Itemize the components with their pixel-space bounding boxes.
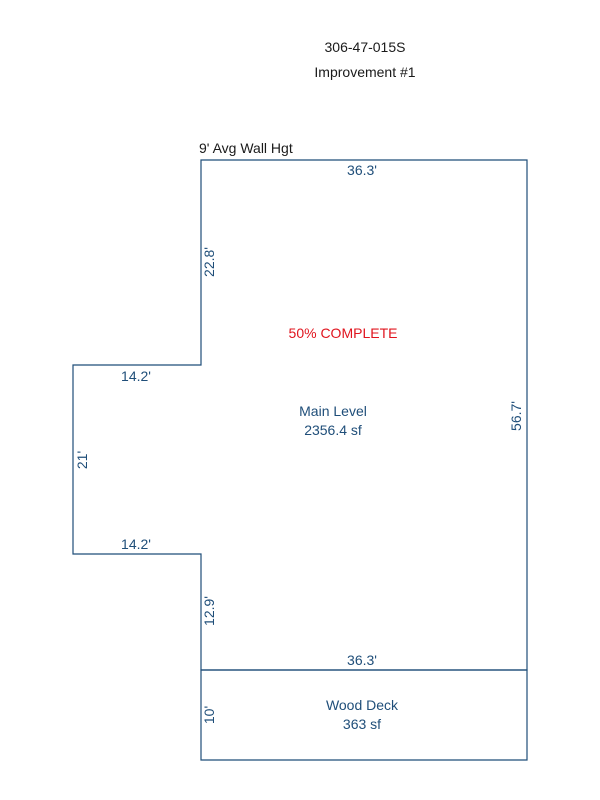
wall-height-note: 9' Avg Wall Hgt (199, 140, 293, 156)
dimension-main-bottom: 36.3' (347, 652, 377, 668)
main-level-outline (72, 159, 528, 671)
dimension-notch-bottom: 14.2' (121, 536, 151, 552)
dimension-notch-top: 14.2' (121, 368, 151, 384)
main-level-area: 2356.4 sf (304, 422, 362, 438)
wood-deck-area: 363 sf (343, 716, 381, 732)
dimension-main-left-lower: 12.9' (201, 596, 217, 626)
dimension-main-right: 56.7' (508, 401, 524, 431)
dimension-main-top: 36.3' (347, 162, 377, 178)
dimension-deck-left: 10' (201, 706, 217, 724)
dimension-notch-left: 21' (74, 451, 90, 469)
wood-deck-name: Wood Deck (326, 697, 399, 713)
main-level-name: Main Level (299, 403, 367, 419)
improvement-number: Improvement #1 (314, 64, 415, 80)
completion-status: 50% COMPLETE (289, 325, 398, 341)
parcel-id: 306-47-015S (325, 39, 406, 55)
dimension-main-left-upper: 22.8' (201, 247, 217, 277)
wood-deck-outline (200, 669, 528, 761)
